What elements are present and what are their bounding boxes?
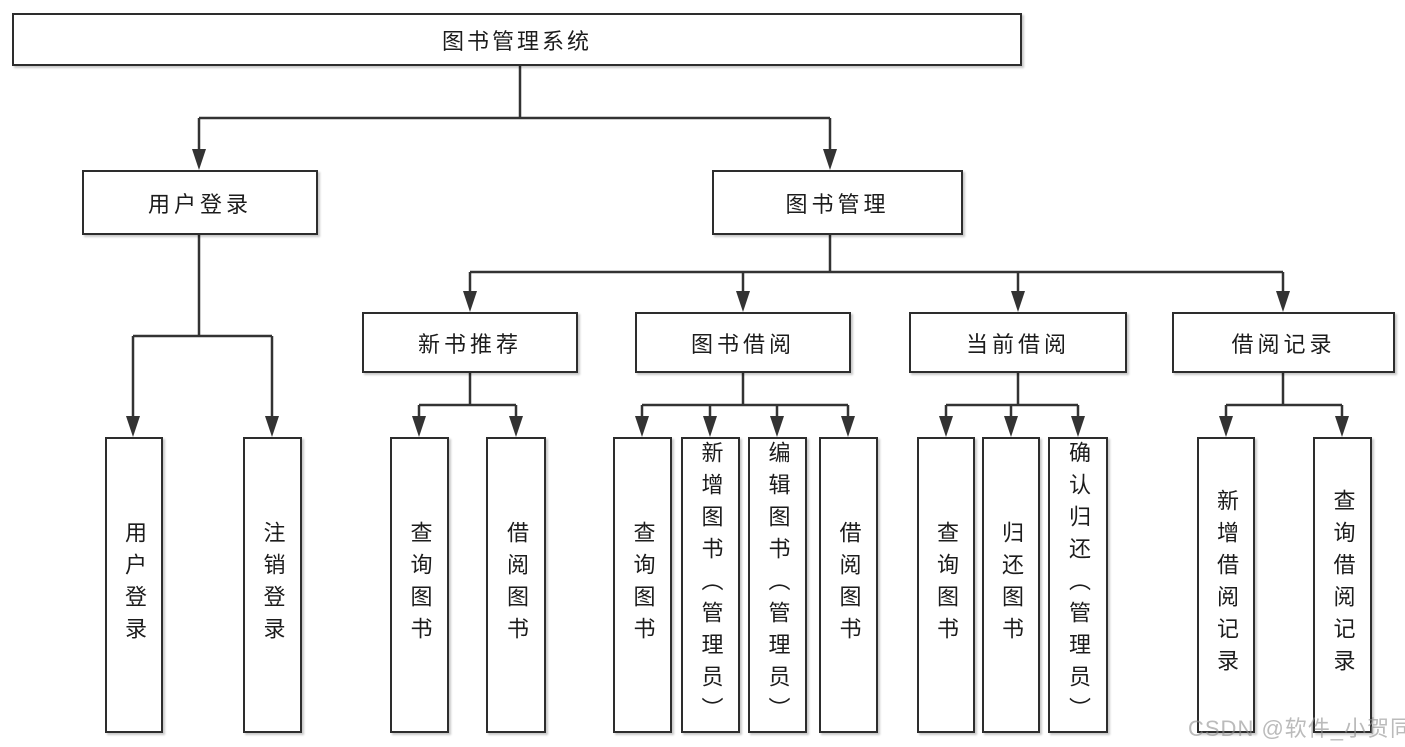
- arrow-down-icon: [1071, 416, 1085, 437]
- arrow-down-icon: [703, 416, 717, 437]
- leaf-borrow-books: 借阅图书: [819, 437, 878, 733]
- leaf-add-book-admin: 新增图书（管理员）: [681, 437, 740, 733]
- leaf-confirm-return-admin: 确认归还（管理员）: [1048, 437, 1108, 733]
- node-new-book-recommend: 新书推荐: [362, 312, 578, 373]
- arrow-down-icon: [823, 149, 837, 170]
- leaf-query-books-current: 查询图书: [917, 437, 975, 733]
- node-borrow-records: 借阅记录: [1172, 312, 1395, 373]
- arrow-down-icon: [509, 416, 523, 437]
- arrow-down-icon: [192, 149, 206, 170]
- leaf-user-login: 用户登录: [105, 437, 163, 733]
- node-current-borrow: 当前借阅: [909, 312, 1127, 373]
- leaf-query-books-borrow: 查询图书: [613, 437, 672, 733]
- arrow-down-icon: [1004, 416, 1018, 437]
- connector-user-login-children: [131, 235, 274, 417]
- arrow-down-icon: [635, 416, 649, 437]
- arrow-down-icon: [265, 416, 279, 437]
- node-book-management: 图书管理: [712, 170, 963, 235]
- connector-borrow-record-children: [1224, 373, 1344, 418]
- connector-new-book-children: [417, 373, 518, 418]
- arrow-down-icon: [1219, 416, 1233, 437]
- leaf-logout-login: 注销登录: [243, 437, 302, 733]
- connector-current-borrow-children: [944, 373, 1080, 418]
- leaf-return-book: 归还图书: [982, 437, 1040, 733]
- leaf-query-borrow-record: 查询借阅记录: [1313, 437, 1372, 733]
- node-book-borrow: 图书借阅: [635, 312, 851, 373]
- connector-book-borrow-children: [640, 373, 850, 418]
- arrow-down-icon: [841, 416, 855, 437]
- connector-root-to-level1: [197, 66, 832, 150]
- connector-book-mgmt-to-level2: [468, 235, 1285, 292]
- arrow-down-icon: [126, 416, 140, 437]
- node-root-library-system: 图书管理系统: [12, 13, 1022, 66]
- leaf-add-borrow-record: 新增借阅记录: [1197, 437, 1255, 733]
- arrow-down-icon: [770, 416, 784, 437]
- leaf-edit-book-admin: 编辑图书（管理员）: [748, 437, 807, 733]
- csdn-watermark: CSDN @软件_小贺同学: [1188, 716, 1405, 741]
- arrow-down-icon: [939, 416, 953, 437]
- arrow-down-icon: [1011, 291, 1025, 312]
- arrow-down-icon: [412, 416, 426, 437]
- arrowhead-icons: [126, 149, 1349, 437]
- leaf-query-books-recommend: 查询图书: [390, 437, 449, 733]
- node-user-login: 用户登录: [82, 170, 318, 235]
- arrow-down-icon: [1335, 416, 1349, 437]
- arrow-down-icon: [1276, 291, 1290, 312]
- arrow-down-icon: [736, 291, 750, 312]
- arrow-down-icon: [463, 291, 477, 312]
- leaf-borrow-books-recommend: 借阅图书: [486, 437, 546, 733]
